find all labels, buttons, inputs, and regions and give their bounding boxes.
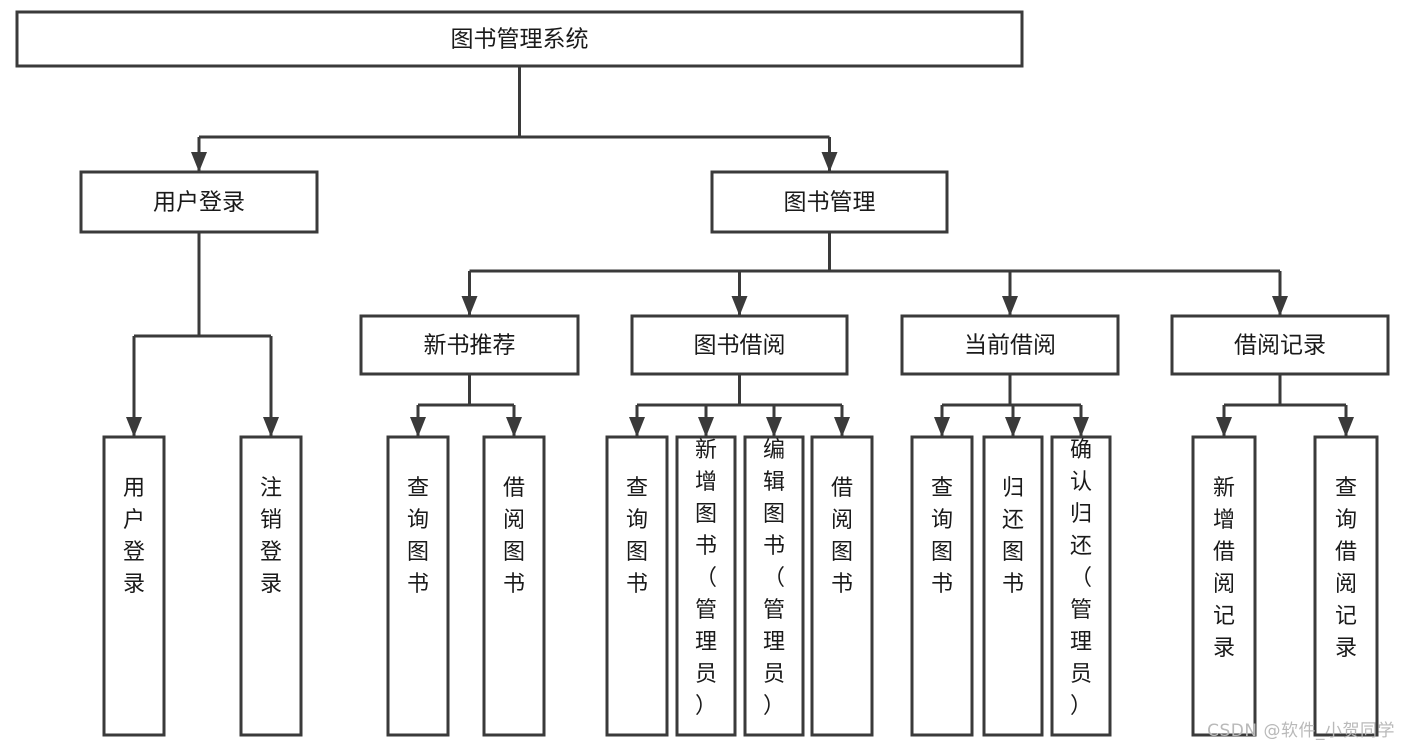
connector-layer: [126, 66, 1354, 437]
arrow-head-icon-leaf_query_book_1: [410, 417, 426, 437]
edge-group-borrow_record: [1216, 374, 1354, 437]
node-box-leaf-query-book-1: [386, 435, 450, 737]
node-label-leaf-user-login: 用户登录: [123, 476, 145, 597]
node-label-leaf-return-book: 归还图书: [1002, 476, 1024, 597]
node-leaf-return-book[interactable]: 归还图书: [982, 435, 1044, 737]
node-box-leaf-query-book-2: [605, 435, 669, 737]
node-leaf-query-record[interactable]: 查询借阅记录: [1313, 435, 1379, 737]
node-label-leaf-query-book-3: 查询图书: [931, 476, 953, 597]
node-layer: 图书管理系统用户登录图书管理新书推荐图书借阅当前借阅借阅记录用户登录注销登录查询…: [15, 10, 1390, 737]
edge-group-current_borrow: [934, 374, 1089, 437]
node-book-manage[interactable]: 图书管理: [710, 170, 949, 234]
node-borrow-record[interactable]: 借阅记录: [1170, 314, 1390, 376]
node-label-leaf-borrow-book-1: 借阅图书: [503, 476, 525, 597]
arrow-head-icon-current_borrow: [1002, 296, 1018, 316]
edge-group-book_borrow: [629, 374, 850, 437]
node-box-leaf-borrow-book-1: [482, 435, 546, 737]
node-label-leaf-edit-book: 编辑图书（管理员）: [763, 438, 785, 719]
node-box-new-book-rec: [359, 314, 580, 376]
edge-group-book_manage: [461, 232, 1288, 316]
arrow-head-icon-leaf_logout: [263, 417, 279, 437]
node-leaf-add-record[interactable]: 新增借阅记录: [1191, 435, 1257, 737]
node-leaf-borrow-book-2[interactable]: 借阅图书: [810, 435, 874, 737]
node-root[interactable]: 图书管理系统: [15, 10, 1024, 68]
node-box-leaf-add-book: [675, 435, 737, 737]
node-label-current-borrow: 当前借阅: [964, 333, 1056, 359]
node-label-new-book-rec: 新书推荐: [424, 333, 516, 359]
node-box-leaf-logout: [239, 435, 303, 737]
node-leaf-query-book-2[interactable]: 查询图书: [605, 435, 669, 737]
node-new-book-rec[interactable]: 新书推荐: [359, 314, 580, 376]
node-box-book-borrow: [630, 314, 849, 376]
node-label-leaf-query-book-1: 查询图书: [407, 476, 429, 597]
node-box-book-manage: [710, 170, 949, 234]
arrow-head-icon-leaf_borrow_book_1: [506, 417, 522, 437]
node-label-borrow-record: 借阅记录: [1234, 333, 1326, 359]
node-user-login[interactable]: 用户登录: [79, 170, 319, 234]
arrow-head-icon-leaf_add_book: [698, 417, 714, 437]
node-box-leaf-return-book: [982, 435, 1044, 737]
node-label-leaf-add-record: 新增借阅记录: [1213, 476, 1235, 661]
arrow-head-icon-leaf_query_record: [1338, 417, 1354, 437]
node-leaf-borrow-book-1[interactable]: 借阅图书: [482, 435, 546, 737]
node-label-leaf-add-book: 新增图书（管理员）: [695, 438, 717, 719]
node-box-leaf-query-record: [1313, 435, 1379, 737]
node-label-user-login: 用户登录: [153, 190, 245, 216]
node-box-leaf-confirm-return: [1050, 435, 1112, 737]
arrow-head-icon-leaf_edit_book: [766, 417, 782, 437]
node-box-user-login: [79, 170, 319, 234]
arrow-head-icon-leaf_query_book_3: [934, 417, 950, 437]
node-label-leaf-confirm-return: 确认归还（管理员）: [1070, 438, 1092, 719]
arrow-head-icon-book_borrow: [731, 296, 748, 316]
node-box-leaf-borrow-book-2: [810, 435, 874, 737]
node-leaf-query-book-1[interactable]: 查询图书: [386, 435, 450, 737]
arrow-head-icon-leaf_add_record: [1216, 417, 1232, 437]
arrow-head-icon-leaf_user_login: [126, 417, 142, 437]
node-leaf-edit-book[interactable]: 编辑图书（管理员）: [743, 435, 805, 737]
edge-group-user_login: [126, 232, 279, 437]
node-box-borrow-record: [1170, 314, 1390, 376]
arrow-head-icon-leaf_borrow_book_2: [834, 417, 850, 437]
node-label-leaf-borrow-book-2: 借阅图书: [831, 476, 853, 597]
node-label-root: 图书管理系统: [451, 27, 589, 53]
edge-group-root: [191, 66, 838, 172]
node-leaf-query-book-3[interactable]: 查询图书: [910, 435, 974, 737]
edge-group-new_book_rec: [410, 374, 522, 437]
node-leaf-user-login[interactable]: 用户登录: [102, 435, 166, 737]
node-label-book-borrow: 图书借阅: [694, 333, 786, 359]
node-label-book-manage: 图书管理: [784, 190, 876, 216]
arrow-head-icon-borrow_record: [1272, 296, 1288, 316]
node-box-root: [15, 10, 1024, 68]
node-leaf-confirm-return[interactable]: 确认归还（管理员）: [1050, 435, 1112, 737]
node-box-leaf-user-login: [102, 435, 166, 737]
node-leaf-logout[interactable]: 注销登录: [239, 435, 303, 737]
node-leaf-add-book[interactable]: 新增图书（管理员）: [675, 435, 737, 737]
node-book-borrow[interactable]: 图书借阅: [630, 314, 849, 376]
node-label-leaf-query-book-2: 查询图书: [626, 476, 648, 597]
arrow-head-icon-new_book_rec: [461, 296, 478, 316]
node-label-leaf-query-record: 查询借阅记录: [1335, 476, 1357, 661]
node-box-leaf-add-record: [1191, 435, 1257, 737]
node-box-leaf-query-book-3: [910, 435, 974, 737]
arrow-head-icon-leaf_query_book_2: [629, 417, 645, 437]
arrow-head-icon-leaf_confirm_return: [1073, 417, 1089, 437]
arrow-head-icon-leaf_return_book: [1005, 417, 1021, 437]
arrow-head-icon-user_login: [191, 152, 207, 172]
arrow-head-icon-book_manage: [821, 152, 838, 172]
node-box-current-borrow: [900, 314, 1120, 376]
node-label-leaf-logout: 注销登录: [260, 476, 282, 597]
node-current-borrow[interactable]: 当前借阅: [900, 314, 1120, 376]
node-box-leaf-edit-book: [743, 435, 805, 737]
